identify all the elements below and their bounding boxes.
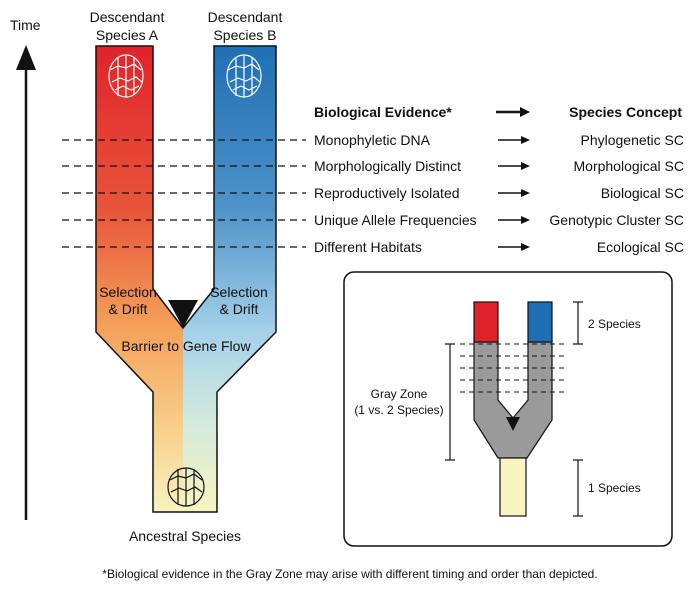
cell-a-icon: [108, 54, 144, 98]
time-label: Time: [10, 17, 41, 33]
evidence-label: Unique Allele Frequencies: [314, 212, 477, 228]
two-species-bracket: [573, 301, 583, 345]
evidence-label: Different Habitats: [314, 239, 422, 255]
cell-b-icon: [226, 54, 262, 98]
one-species-label: 1 Species: [588, 481, 641, 495]
species-a-label-line1: Descendant: [90, 9, 165, 25]
row-2: Reproductively Isolated Biological SC: [62, 185, 684, 201]
gray-zone-label-line2: (1 vs. 2 Species): [354, 403, 443, 417]
species-b-label-line2: Species B: [213, 27, 276, 43]
time-axis: Time: [10, 17, 41, 520]
one-species-bracket: [573, 459, 583, 517]
gray-zone-label-line1: Gray Zone: [371, 387, 428, 401]
row-4: Different Habitats Ecological SC: [62, 239, 684, 255]
row-arrow-icon: [521, 189, 530, 197]
selection-drift-left-line1: Selection: [99, 284, 157, 300]
selection-drift-right-line2: & Drift: [220, 301, 259, 317]
time-arrowhead-icon: [16, 45, 36, 70]
row-0: Monophyletic DNA Phylogenetic SC: [62, 132, 684, 148]
species-b-label-line1: Descendant: [208, 9, 283, 25]
species-a-label-line2: Species A: [96, 27, 159, 43]
concept-label: Phylogenetic SC: [580, 132, 684, 148]
row-arrow-icon: [521, 136, 530, 144]
evidence-header: Biological Evidence*: [314, 104, 452, 120]
mini-species-b: [527, 301, 553, 343]
concept-label: Morphological SC: [574, 158, 685, 174]
ancestral-species-label: Ancestral Species: [129, 528, 241, 544]
row-1: Morphologically Distinct Morphological S…: [62, 158, 684, 174]
gray-zone-inset: 2 Species Gray Zone (1 vs. 2 Species) 1 …: [343, 271, 673, 547]
gray-zone-bracket: [445, 343, 455, 461]
evidence-label: Morphologically Distinct: [314, 158, 461, 174]
header-arrow-icon: [496, 107, 530, 117]
footnote: *Biological evidence in the Gray Zone ma…: [102, 567, 597, 581]
concept-label: Genotypic Cluster SC: [549, 212, 684, 228]
mini-species-a: [473, 301, 499, 343]
row-arrow-icon: [521, 162, 530, 170]
evidence-label: Reproductively Isolated: [314, 185, 460, 201]
selection-drift-left-line2: & Drift: [109, 301, 148, 317]
species-tree: [95, 45, 277, 513]
mini-ancestral: [499, 457, 527, 517]
row-arrow-icon: [521, 216, 530, 224]
selection-drift-right-line1: Selection: [210, 284, 268, 300]
barrier-label: Barrier to Gene Flow: [121, 338, 251, 354]
concept-label: Ecological SC: [597, 239, 684, 255]
concept-header: Species Concept: [569, 104, 682, 120]
evidence-label: Monophyletic DNA: [314, 132, 431, 148]
row-arrow-icon: [521, 243, 530, 251]
row-3: Unique Allele Frequencies Genotypic Clus…: [62, 212, 684, 228]
barrier-wedge: [168, 300, 198, 328]
concept-label: Biological SC: [601, 185, 684, 201]
mini-barrier-wedge: [506, 417, 520, 431]
two-species-label: 2 Species: [588, 317, 641, 331]
cell-ancestral-icon: [167, 467, 205, 507]
